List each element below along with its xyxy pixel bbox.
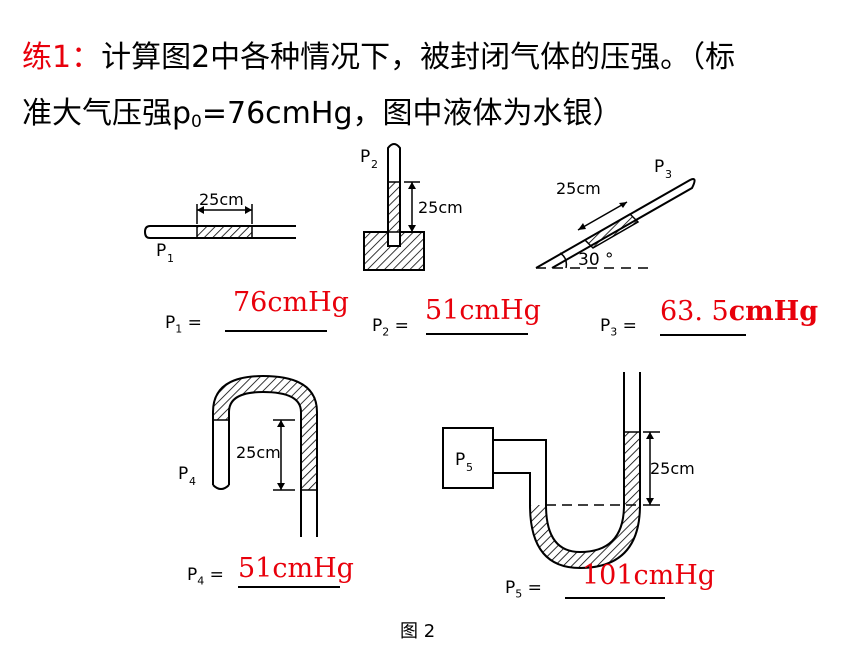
mercury-column-4 <box>213 376 317 490</box>
gas-label-p4: P <box>178 464 188 484</box>
tube-2: 25cm P 2 <box>360 143 463 271</box>
length-label-3: 25cm <box>556 179 601 198</box>
answer-label-p3: P3 = <box>600 316 637 339</box>
gas-sub-p2: 2 <box>371 158 378 171</box>
answer-blank-p5 <box>565 597 665 599</box>
prompt-text-2a: 准大气压强p <box>22 96 192 131</box>
exercise-prompt: 练1：计算图2中各种情况下，被封闭气体的压强。（标 准大气压强p0=76cmHg… <box>22 30 842 150</box>
gas-sub-p4: 4 <box>189 475 196 488</box>
length-label-1: 25cm <box>199 190 244 209</box>
answer-label-p2: P2 = <box>372 316 409 339</box>
prompt-text-2b: =76cmHg，图中液体为水银） <box>201 96 623 131</box>
gas-label-p1: P <box>156 241 166 261</box>
answer-label-p5: P5 = <box>505 578 542 601</box>
gas-sub-p1: 1 <box>167 252 174 265</box>
mercury-column-2 <box>387 181 401 233</box>
gas-label-p3: P <box>654 157 664 177</box>
answer-value-p3: 63. 5cmHg <box>660 296 819 327</box>
gas-bulb-5 <box>442 427 494 489</box>
gas-sub-p3: 3 <box>665 168 672 181</box>
tube-1: 25cm P 1 <box>143 190 296 265</box>
tube-5: 25cm P 5 <box>442 372 695 570</box>
tube-3: 25cm 30 ° P 3 <box>535 157 696 270</box>
length-label-4: 25cm <box>236 443 281 462</box>
answer-blank-p3 <box>660 334 746 336</box>
length-label-5: 25cm <box>650 459 695 478</box>
answer-label-p1: P1 = <box>165 313 202 336</box>
prompt-sub: 0 <box>191 112 202 132</box>
length-label-2: 25cm <box>418 198 463 217</box>
gas-sub-p5: 5 <box>466 461 473 474</box>
gas-label-p5: P <box>455 450 465 470</box>
answer-blank-p1 <box>225 330 327 332</box>
tube-4: 25cm P 4 <box>178 374 318 537</box>
answer-blank-p2 <box>426 333 528 335</box>
exercise-number: 练1： <box>22 40 102 75</box>
prompt-text-1: 计算图2中各种情况下，被封闭气体的压强。（标 <box>101 40 736 75</box>
answer-value-p5: 101cmHg <box>582 560 716 591</box>
mercury-column-5 <box>530 432 640 568</box>
angle-label: 30 ° <box>578 250 614 270</box>
figure-caption: 图 2 <box>400 621 435 642</box>
mercury-column-1 <box>196 225 253 239</box>
prompt-line-2: 准大气压强p0=76cmHg，图中液体为水银） <box>22 86 842 150</box>
answer-blank-p4 <box>238 586 340 588</box>
answer-value-p1: 76cmHg <box>233 287 349 318</box>
mercury-column-3 <box>583 213 640 249</box>
answer-value-p4: 51cmHg <box>238 553 354 584</box>
answer-label-p4: P4 = <box>187 565 224 588</box>
prompt-line-1: 练1：计算图2中各种情况下，被封闭气体的压强。（标 <box>22 30 842 86</box>
gas-label-p2: P <box>360 147 370 167</box>
answer-value-p2: 51cmHg <box>425 295 541 326</box>
